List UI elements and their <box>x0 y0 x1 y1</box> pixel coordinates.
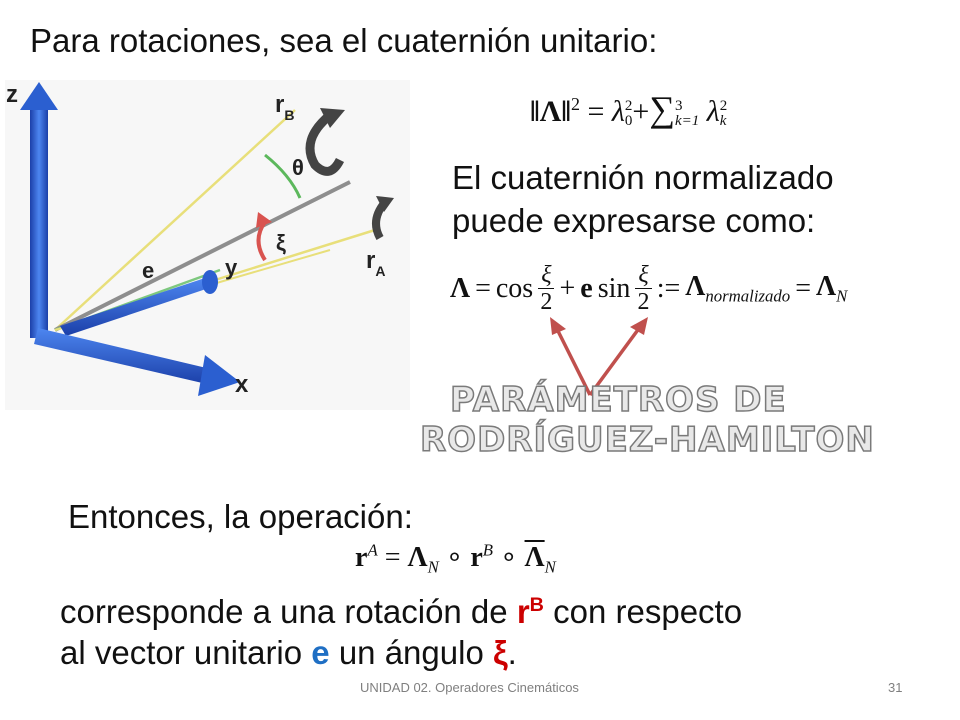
xi-over-2-fraction: ξ 2 <box>538 262 555 315</box>
page-number: 31 <box>888 680 903 695</box>
pointer-arrow-right-icon <box>588 325 642 397</box>
e-vector-tip <box>202 270 218 294</box>
pointer-arrowhead-right-icon <box>630 317 648 335</box>
e-label: e <box>142 258 154 283</box>
operation-formula: rA = ΛN ∘ rB ∘ ΛN <box>355 540 556 577</box>
rodriguez-hamilton-line2: RODRÍGUEZ-HAMILTON <box>419 419 875 461</box>
slide-title: Para rotaciones, sea el cuaternión unita… <box>30 22 658 59</box>
rB-label: rB <box>275 91 294 123</box>
rA-label: rA <box>366 247 385 279</box>
theta-arc <box>264 153 302 199</box>
operation-label: Entonces, la operación: <box>68 498 413 535</box>
x-axis-arrowhead <box>198 355 240 396</box>
conclusion-line2: al vector unitario e un ángulo ξ. <box>60 634 517 671</box>
footer-text: UNIDAD 02. Operadores Cinemáticos <box>360 680 579 695</box>
theta-label: θ <box>292 155 304 180</box>
normalized-formula: Λ = cos ξ 2 + e sin ξ 2 := Λnormalizado … <box>450 262 848 315</box>
pointer-arrow-left-icon <box>554 326 592 396</box>
pointer-arrows <box>550 317 648 397</box>
y-label: y <box>225 255 238 280</box>
normalized-text-line1: El cuaternión normalizado <box>452 159 834 196</box>
rB-vector <box>54 109 296 331</box>
z-axis-arrowhead <box>20 82 58 110</box>
rotation-arrowhead-small-icon <box>376 196 394 212</box>
rodriguez-hamilton-line1: PARÁMETROS DE <box>449 379 787 421</box>
rotation-diagram: z x y e θ ξ rB rA <box>5 80 410 410</box>
x-label: x <box>235 371 249 398</box>
z-label: z <box>6 81 18 108</box>
rotation-arrow-icon <box>305 111 345 176</box>
rotation-arrowhead-icon <box>320 108 345 128</box>
e-unit-vector <box>60 278 209 336</box>
normalized-text-line2: puede expresarse como: <box>452 202 816 239</box>
xi-label: ξ <box>276 230 286 255</box>
xi-arrowhead-icon <box>256 212 272 228</box>
pointer-arrowhead-left-icon <box>550 317 566 335</box>
x-axis <box>34 328 215 385</box>
rotation-axis <box>54 180 351 332</box>
conclusion-line1: corresponde a una rotación de rB con res… <box>60 593 743 630</box>
z-axis <box>30 108 48 338</box>
xi-over-2-fraction-2: ξ 2 <box>635 262 652 315</box>
diagram-background <box>5 80 410 410</box>
